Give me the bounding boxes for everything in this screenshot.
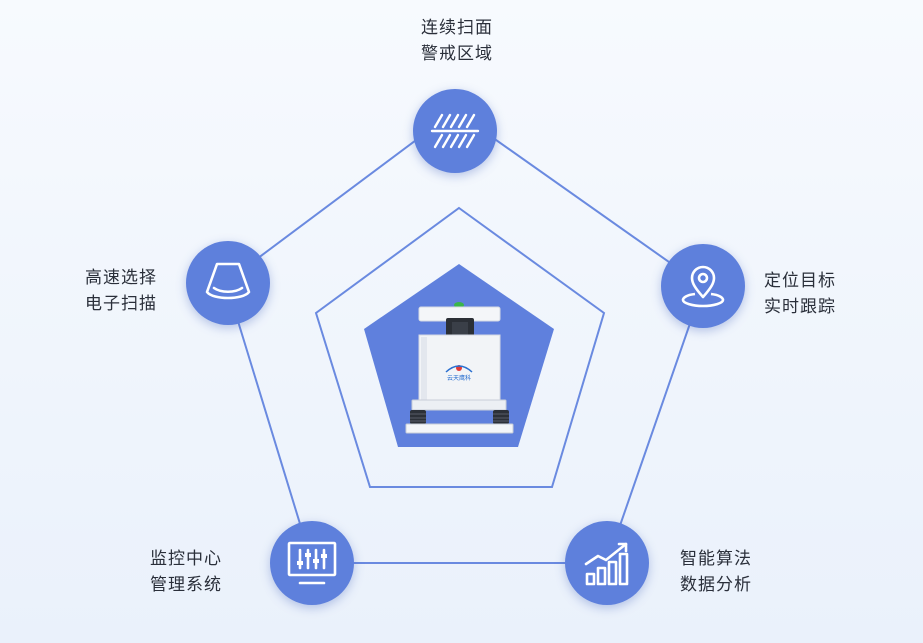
outer-pentagon: [224, 109, 705, 564]
monitor-center-line1: 监控中心: [150, 549, 222, 569]
locate-track-line1: 定位目标: [764, 271, 836, 291]
monitor-center-label: 监控中心 管理系统: [150, 546, 222, 598]
locate-track-node[interactable]: [661, 244, 745, 328]
analytics-line1: 智能算法: [680, 549, 752, 569]
middle-pentagon: [314, 206, 606, 488]
monitor-center-node[interactable]: [270, 521, 354, 605]
locate-track-line2: 实时跟踪: [764, 297, 836, 317]
location-pin-icon: [681, 265, 725, 308]
device-logo-text: 云天鹰科: [447, 374, 471, 382]
hatched-area-icon: [430, 113, 480, 149]
scan-area-line2: 警戒区域: [421, 44, 493, 64]
electronic-scan-line1: 高速选择: [85, 268, 157, 288]
electronic-scan-node[interactable]: [186, 241, 270, 325]
electronic-scan-line2: 电子扫描: [85, 294, 157, 314]
scan-area-label: 连续扫面 警戒区域: [421, 15, 493, 67]
monitor-center-line2: 管理系统: [150, 575, 222, 595]
electronic-scan-label: 高速选择 电子扫描: [85, 265, 157, 317]
locate-track-label: 定位目标 实时跟踪: [764, 268, 836, 320]
scan-area-node[interactable]: [413, 89, 497, 173]
scan-area-line1: 连续扫面: [421, 18, 493, 38]
analytics-line2: 数据分析: [680, 575, 752, 595]
analytics-label: 智能算法 数据分析: [680, 546, 752, 598]
monitor-sliders-icon: [287, 541, 337, 585]
radar-device: 云天鹰科: [405, 302, 514, 434]
scan-fan-icon: [205, 262, 251, 300]
analytics-node[interactable]: [565, 521, 649, 605]
bar-chart-trend-icon: [584, 542, 629, 586]
